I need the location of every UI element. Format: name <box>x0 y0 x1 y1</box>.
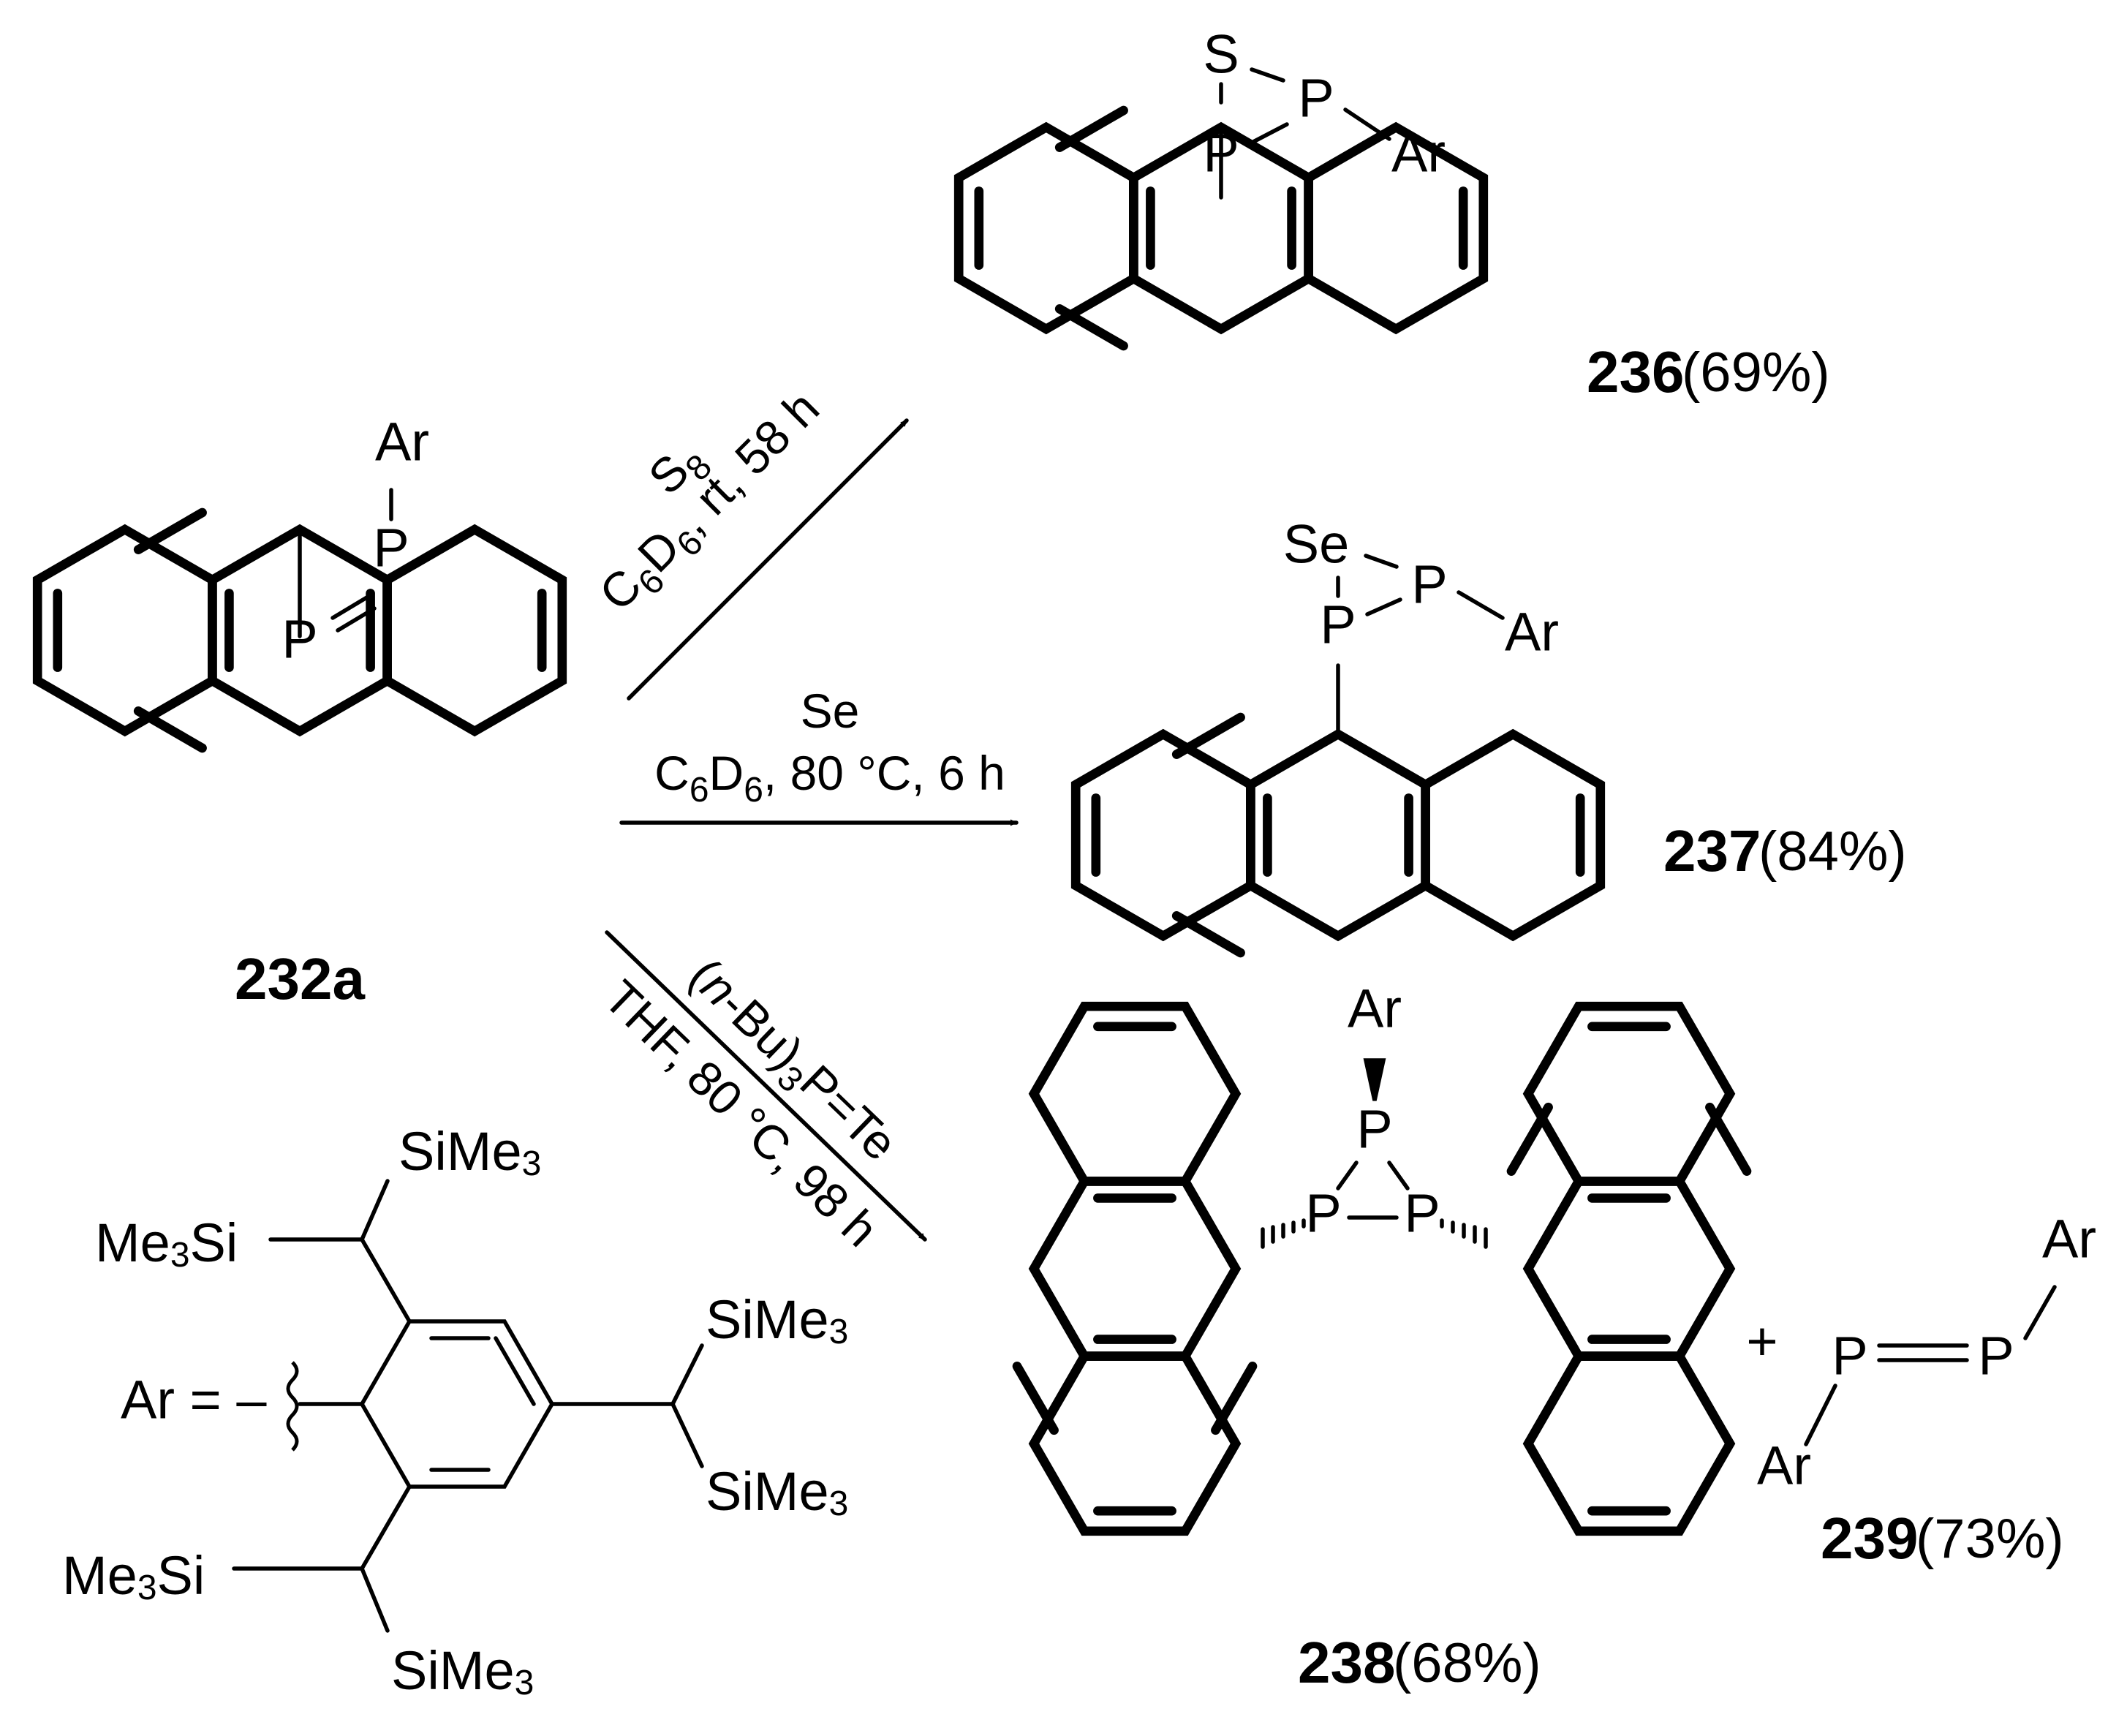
compound-236: S P P Ar 236 (69%) <box>959 24 1830 404</box>
atom-p: P <box>1305 1183 1341 1244</box>
ar-equals-label: Ar = – <box>121 1370 267 1430</box>
compound-238: P P P Ar 238 (68%) <box>1017 978 1747 1695</box>
conditions-sulfur: C6D6, rt, 58 h <box>589 380 836 627</box>
atom-se: Se <box>1283 514 1350 575</box>
ar-definition: Ar = – SiMe3 Me3Si SiMe3 SiMe3 Me3Si SiM… <box>62 1121 848 1702</box>
compound-label: 237 <box>1663 818 1761 883</box>
atom-p: P <box>1356 1099 1392 1160</box>
compound-237: Se P P Ar 237 (84%) <box>1076 514 1907 953</box>
compound-label: 238 <box>1298 1630 1395 1695</box>
atom-ar: Ar <box>1505 602 1559 663</box>
atom-ar: Ar <box>1348 978 1402 1039</box>
compound-232a: P P Ar 232a <box>37 412 562 1011</box>
yield: (84%) <box>1758 820 1907 883</box>
atom-p: P <box>1404 1183 1440 1244</box>
atom-p: P <box>1298 68 1334 129</box>
me3si-label: Me3Si <box>62 1545 205 1607</box>
sime3-label: SiMe3 <box>391 1640 534 1702</box>
atom-p: P <box>1832 1326 1867 1386</box>
compound-239: + P P Ar Ar 239 (73%) <box>1746 1209 2096 1571</box>
atom-ar: Ar <box>1391 123 1446 184</box>
compound-label: 232a <box>235 946 365 1011</box>
reaction-arrow-sulfur <box>627 418 909 701</box>
sime3-label: SiMe3 <box>398 1121 541 1183</box>
compound-label: 239 <box>1821 1506 1918 1571</box>
sime3-label: SiMe3 <box>706 1289 848 1351</box>
atom-p: P <box>1203 123 1239 184</box>
atom-p: P <box>1411 554 1447 615</box>
atom-p: P <box>373 518 409 578</box>
yield: (73%) <box>1916 1508 2064 1570</box>
atom-ar: Ar <box>1757 1435 1811 1496</box>
conditions-selenium: C6D6, 80 °C, 6 h <box>654 746 1005 809</box>
sime3-label: SiMe3 <box>706 1461 848 1523</box>
atom-ar: Ar <box>375 412 429 472</box>
atom-p: P <box>1320 595 1356 655</box>
plus-sign: + <box>1746 1311 1777 1372</box>
atom-ar: Ar <box>2042 1209 2096 1269</box>
me3si-label: Me3Si <box>95 1212 238 1275</box>
compound-label: 236 <box>1587 339 1684 404</box>
yield: (69%) <box>1682 341 1830 404</box>
yield: (68%) <box>1393 1632 1541 1694</box>
atom-p: P <box>282 609 317 670</box>
atom-s: S <box>1203 24 1239 85</box>
atom-p: P <box>1978 1326 2014 1386</box>
reaction-arrow-tellurium <box>605 930 927 1242</box>
reagent-selenium: Se <box>801 684 860 738</box>
